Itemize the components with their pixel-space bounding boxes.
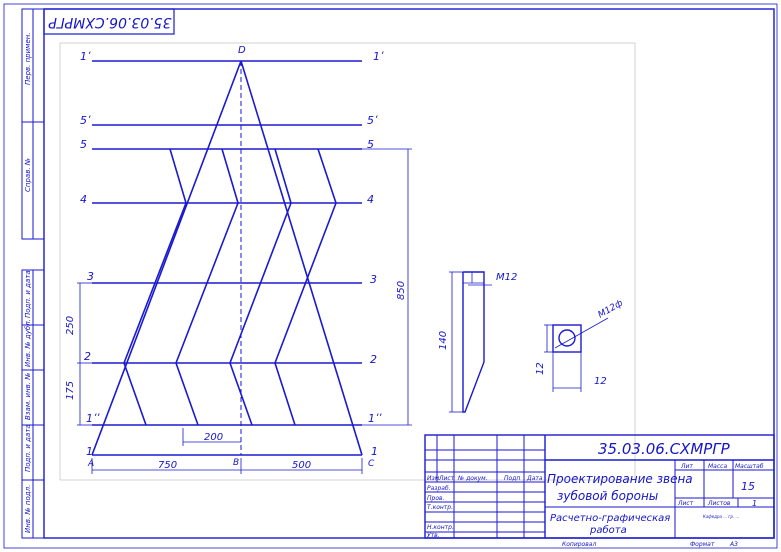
stamp-podp-data-2: Подп. и дата [24, 424, 32, 472]
zigzag-bar-4 [274, 148, 337, 426]
label-sheets: Листов [707, 500, 731, 507]
tine-section [544, 317, 609, 392]
rotated-designation: 35.03.06.СХМРГР [48, 14, 171, 30]
stamp-sprav-no: Справ. № [24, 158, 32, 192]
dim-175: 175 [65, 381, 76, 400]
zigzag-bar-1 [123, 148, 187, 426]
label-left-4: 4 [80, 193, 87, 206]
zigzag-bar-2 [175, 148, 239, 426]
point-D: D [238, 45, 246, 56]
label-lit: Лит [680, 463, 693, 470]
dim-12-vertical: 12 [535, 362, 546, 375]
label-left-5p: 5ʹ [80, 114, 91, 127]
triangle-side-DC [240, 60, 363, 456]
dim-140: 140 [438, 331, 449, 350]
sheet-number-value: 1 [752, 499, 757, 508]
label-right-5p: 5ʹ [367, 114, 378, 127]
title-designation: 35.03.06.СХМРГР [598, 440, 731, 458]
stamp-inv-dubl: Инв. № дубл. [24, 319, 32, 367]
label-left-5: 5 [80, 138, 87, 151]
label-doc-no: № докум. [457, 475, 488, 482]
label-utv: Утв. [427, 532, 440, 539]
scheme-dimension-lines [77, 148, 412, 474]
label-left-2: 2 [84, 350, 91, 363]
scheme-dimension-values: 750 500 200 850 250 175 [65, 281, 407, 471]
label-left-3: 3 [87, 270, 94, 283]
small-note: Кафедра ... гр. ... [703, 514, 739, 519]
title-line-2: зубовой бороны [557, 489, 658, 503]
label-mass: Масса [708, 463, 727, 470]
subtitle-line-1: Расчетно-графическая [550, 513, 670, 524]
section-thread-label: М12ф [597, 298, 626, 320]
sheets-total-value: 15 [741, 480, 755, 493]
label-date: Дата [526, 475, 543, 482]
label-sign: Подп [504, 475, 520, 482]
harrow-scheme [91, 60, 363, 456]
title-block-text: 35.03.06.СХМРГР Проектирование звена зуб… [427, 440, 764, 548]
label-left-1p: 1ʹ [80, 50, 91, 63]
label-scale: Масштаб [735, 463, 764, 470]
label-right-2: 2 [370, 353, 377, 366]
dim-200: 200 [204, 432, 223, 443]
label-right-5: 5 [367, 138, 374, 151]
tine-thread-label: М12 [496, 272, 517, 283]
side-stamp-labels: Перв. примен. Справ. № Подп. и дата Инв.… [24, 32, 32, 533]
label-prov: Пров. [427, 495, 445, 502]
dim-12-horizontal: 12 [594, 376, 607, 387]
outer-trim-border [3, 3, 778, 549]
dim-250: 250 [65, 316, 76, 335]
stamp-podp-data-1: Подп. и дата [24, 270, 32, 318]
dim-750: 750 [158, 460, 177, 471]
title-line-1: Проектирование звена [547, 472, 693, 486]
point-B: B [233, 458, 239, 468]
line-labels: 1ʹ 5ʹ 5 4 3 2 1ʹʹ 1 1ʹ 5ʹ 5 4 3 2 1ʹʹ 1 [80, 50, 384, 458]
label-right-1p: 1ʹ [373, 50, 384, 63]
label-left-1pp: 1ʹʹ [86, 412, 100, 425]
format-label: Формат [690, 541, 715, 548]
stamp-vzam-inv: Взам. инв. № [24, 372, 32, 420]
dim-500: 500 [292, 460, 311, 471]
copied-label: Копировал [562, 541, 596, 548]
point-labels: D A B C [87, 45, 375, 469]
label-right-3: 3 [370, 273, 377, 286]
drawing-frame [43, 8, 775, 539]
label-list: Лист [438, 475, 455, 482]
triangle-side-AD [91, 60, 242, 456]
point-C: C [368, 459, 375, 469]
label-nkontr: Н.контр. [427, 524, 454, 531]
title-block-grid [424, 434, 775, 539]
label-tkontr: Т.контр. [427, 504, 453, 511]
stamp-inv-podl: Инв. № подл. [24, 485, 32, 533]
label-razrab: Разраб. [427, 485, 451, 492]
label-right-4: 4 [367, 193, 374, 206]
top-designation-stamp: 35.03.06.СХМРГР [43, 8, 175, 35]
label-izm: Изм [427, 475, 440, 482]
stamp-perv-primen: Перв. примен. [24, 32, 32, 85]
subtitle-line-2: работа [589, 524, 627, 536]
tine-detail [449, 271, 492, 413]
label-left-1: 1 [86, 445, 93, 458]
left-side-stamps [21, 8, 45, 539]
point-A: A [87, 459, 94, 469]
view-area [59, 42, 636, 481]
label-sheet: Лист [677, 500, 694, 507]
label-right-1pp: 1ʹʹ [368, 412, 382, 425]
dim-850: 850 [396, 281, 407, 300]
label-right-1: 1 [371, 445, 378, 458]
format-value: А3 [729, 541, 738, 548]
